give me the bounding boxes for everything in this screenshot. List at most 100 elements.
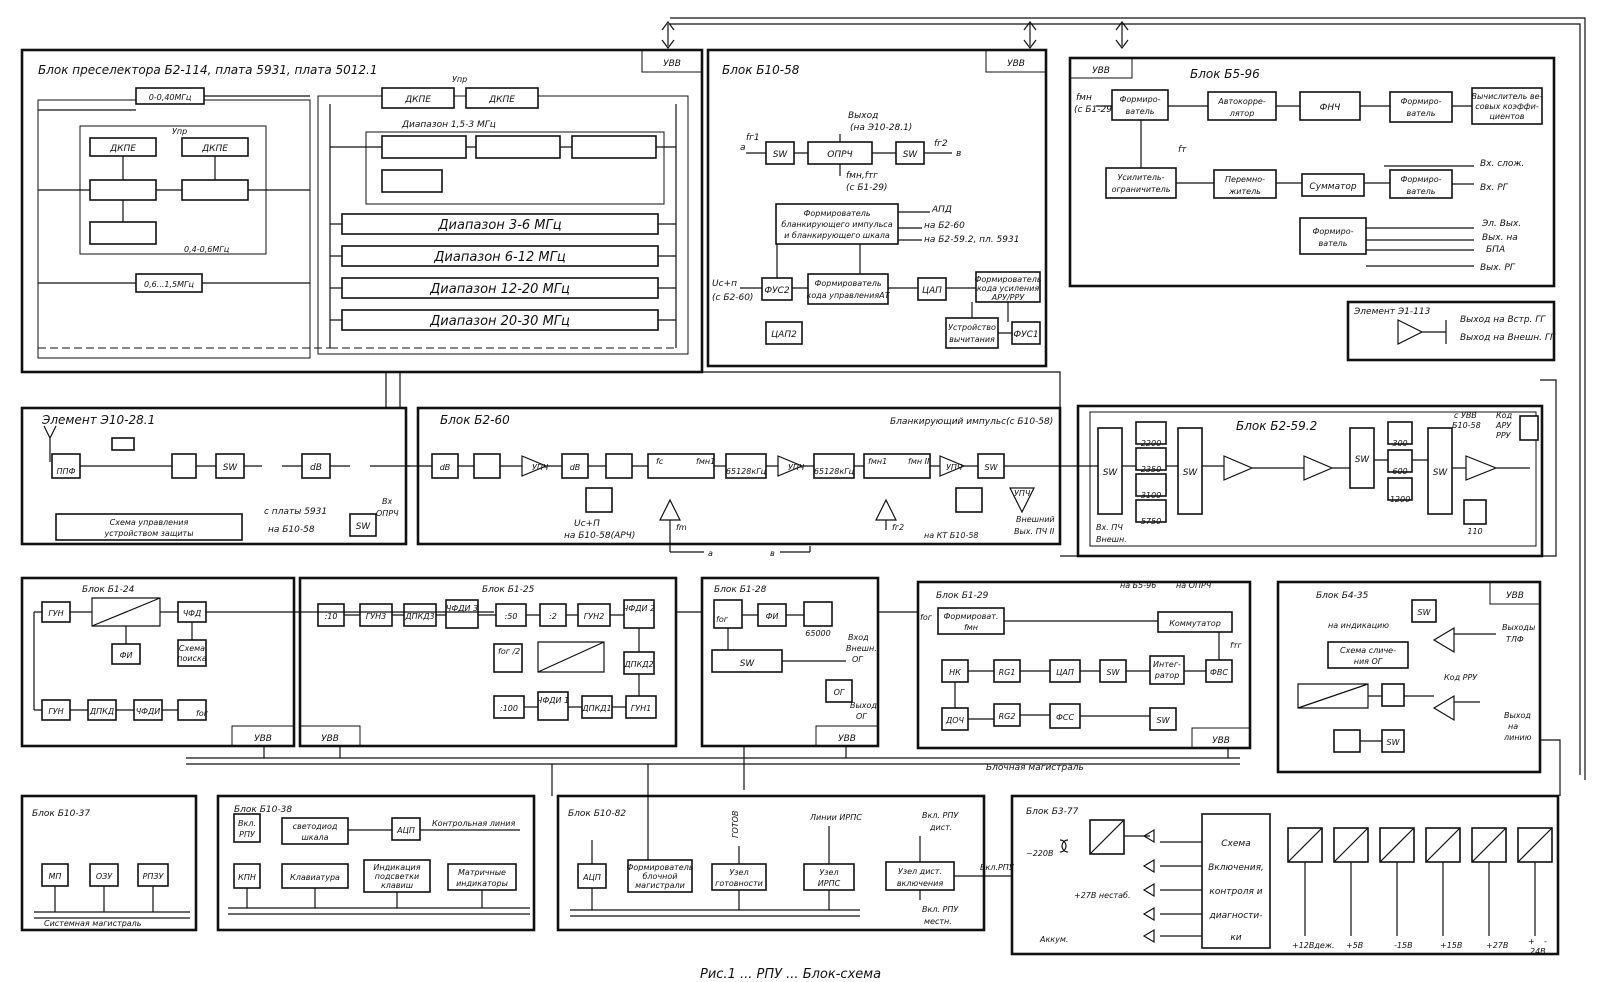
- schematic-label: Индикация: [373, 863, 420, 872]
- schematic-label: АЦП: [396, 826, 415, 835]
- schematic-label: :10: [325, 612, 338, 621]
- preselector-title: Блок преселектора Б2-114, плата 5931, пл…: [38, 63, 378, 77]
- schematic-label: Выход на Встр. ГГ: [1460, 315, 1546, 325]
- schematic-label: УВВ: [838, 734, 856, 744]
- schematic-wire: [1425, 827, 1461, 863]
- schematic-wire: [1333, 827, 1369, 863]
- schematic-label: ЦАП: [922, 286, 942, 296]
- schematic-label: Вых. РГ: [1480, 263, 1516, 273]
- schematic-label: Матричные: [458, 868, 506, 877]
- schematic-label: Блок Б5-96: [1190, 67, 1260, 81]
- schematic-label: Линии ИРПС: [809, 813, 862, 822]
- schematic-label: дист.: [929, 823, 952, 832]
- schematic-label: УВВ: [1506, 591, 1524, 601]
- schematic-box: [493, 643, 523, 673]
- schematic-box: [298, 576, 678, 748]
- schematic-label: АРУ/РРУ: [991, 293, 1026, 302]
- schematic-label: 0-0,40МГц: [149, 93, 192, 102]
- schematic-label: Контрольная линия: [432, 819, 515, 828]
- schematic-label: 110: [1467, 527, 1482, 536]
- schematic-wire: [1287, 827, 1323, 863]
- schematic-label: ГУН1: [631, 704, 651, 713]
- schematic-wire: [186, 757, 1240, 765]
- schematic-wire: [263, 746, 1229, 790]
- schematic-label: циентов: [1489, 112, 1524, 121]
- schematic-box: [281, 863, 349, 889]
- block-e10-28: Элемент Э10-28.1 ППФ SW dB Схема управле…: [20, 406, 410, 546]
- schematic-label: ГОТОВ: [731, 811, 740, 838]
- schematic-label: SW: [1433, 468, 1449, 478]
- schematic-label: Вх: [382, 497, 392, 506]
- schematic-box: [1068, 56, 1556, 288]
- schematic-box: [1389, 91, 1453, 123]
- block-preselector: УВВ Блок преселектора Б2-114, плата 5931…: [20, 48, 704, 374]
- b10-58-title: Блок Б10-58: [722, 63, 800, 77]
- schematic-wire: [38, 95, 310, 284]
- schematic-box: [825, 679, 853, 703]
- schematic-label: а: [740, 143, 746, 153]
- schematic-label: SW: [1157, 716, 1171, 725]
- schematic-wire: [246, 829, 520, 908]
- schematic-box: [1111, 89, 1169, 121]
- block-b4-35: УВВ Блок Б4-35 SW на индикацию Схема сли…: [1276, 580, 1542, 774]
- schematic-label: ГУН2: [584, 612, 604, 621]
- schematic-label: 2200: [1141, 439, 1161, 448]
- schematic-label: Uc+П: [574, 519, 600, 529]
- schematic-label: Блок Б1-28: [714, 585, 767, 595]
- schematic-label: ОЗУ: [96, 872, 113, 881]
- schematic-label: Код РРУ: [1444, 673, 1478, 682]
- schematic-label: ОПРЧ: [827, 150, 852, 160]
- schematic-label: КПН: [238, 873, 256, 882]
- schematic-box: [445, 599, 479, 629]
- schematic-label: fг2: [934, 139, 948, 149]
- schematic-label: Выход: [850, 701, 877, 710]
- schematic-wire: [344, 614, 640, 708]
- schematic-label: ТЛФ: [1506, 635, 1524, 644]
- schematic-label: Элемент Э1-113: [1353, 307, 1431, 317]
- schematic-label: лятор: [1229, 109, 1255, 118]
- schematic-label: Внешн.: [846, 644, 877, 653]
- schematic-label: ДКПЕ: [201, 144, 228, 154]
- schematic-label: (с Б1-29): [846, 183, 887, 193]
- schematic-wire: [661, 21, 675, 49]
- schematic-label: УПЧ: [788, 463, 805, 472]
- schematic-label: с УВВ: [1454, 411, 1477, 420]
- schematic-label: ЧФДИ 1: [537, 696, 569, 705]
- schematic-label: ЧФДИ 2: [623, 604, 655, 613]
- top-bus: [661, 17, 1586, 780]
- schematic-label: Аккум.: [1039, 935, 1068, 944]
- schematic-label: Усилитель-: [1117, 173, 1164, 182]
- schematic-label: РПЗУ: [143, 872, 165, 881]
- schematic-label: SW: [356, 522, 372, 532]
- schematic-label: ФИ: [120, 651, 133, 660]
- schematic-box: [775, 203, 899, 245]
- block-b1-28: УВВ Блок Б1-28 fог ФИ 65000 SW Вход Внеш…: [700, 576, 880, 748]
- schematic-label: контроля и: [1209, 887, 1262, 897]
- schematic-label: ЦАП: [1056, 668, 1074, 677]
- schematic-box: [765, 321, 803, 345]
- schematic-label: Код: [1496, 411, 1513, 420]
- schematic-wire: [1080, 459, 1530, 469]
- schematic-label: ФИ: [766, 612, 779, 621]
- schematic-wire: [1465, 455, 1498, 481]
- schematic-label: fс: [656, 457, 664, 466]
- schematic-box: [365, 131, 665, 205]
- schematic-wire: [1360, 633, 1496, 742]
- schematic-label: RG2: [999, 712, 1016, 721]
- schematic-box: [281, 817, 349, 845]
- schematic-label: Выход: [848, 111, 878, 121]
- schematic-label: 65128кГц: [726, 467, 767, 476]
- schematic-label: ФВС: [1210, 668, 1228, 677]
- schematic-label: fг2: [892, 523, 904, 532]
- schematic-wire: [1540, 739, 1561, 796]
- schematic-label: ДОЧ: [945, 716, 965, 725]
- schematic-label: подсветки: [375, 872, 419, 881]
- schematic-box: [700, 576, 880, 748]
- schematic-label: АРУ: [1495, 421, 1512, 430]
- schematic-label: Коммутатор: [1169, 619, 1221, 628]
- schematic-label: fг1: [746, 133, 760, 143]
- schematic-box: [917, 277, 947, 301]
- schematic-label: 0,4-0,6МГц: [184, 245, 230, 254]
- schematic-label: +5В: [1346, 941, 1363, 950]
- schematic-wire: [1142, 828, 1155, 944]
